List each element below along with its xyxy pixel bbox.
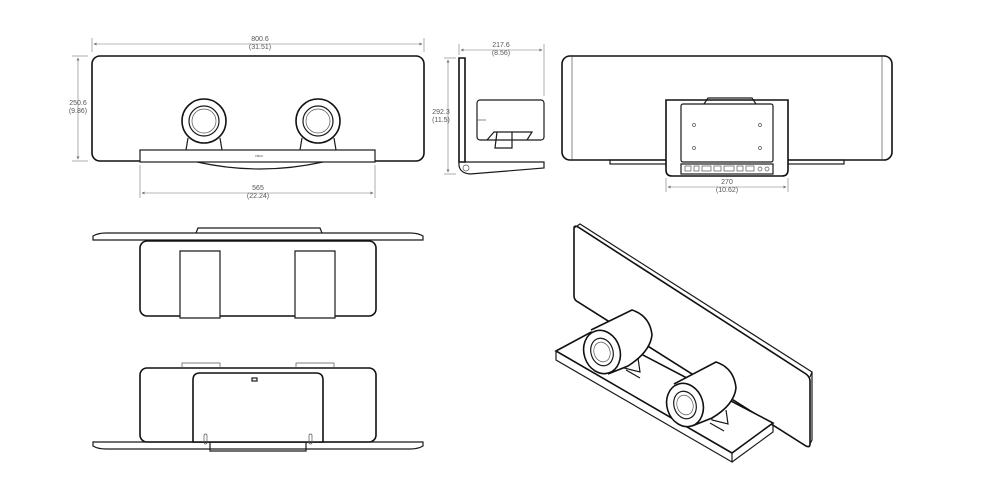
dim-overall-width-mm: 800.6 xyxy=(251,36,269,43)
camera-lens-left xyxy=(181,98,227,151)
dim-side-height-mm: 292.3 xyxy=(432,109,450,116)
dim-overall-width-in: (31.51) xyxy=(249,44,271,51)
dim-bracket-width-mm: 270 xyxy=(721,179,733,186)
rear-view: 270 (10.62) xyxy=(561,55,893,194)
camera-lens-right xyxy=(295,98,341,151)
dim-height-mm: 250.6 xyxy=(69,100,87,107)
bottom-view xyxy=(92,362,424,452)
dim-depth-mm: 217.6 xyxy=(492,42,510,49)
dim-shelf-width-mm: 565 xyxy=(252,185,264,192)
isometric-view xyxy=(554,223,813,464)
dim-depth-in: (8.56) xyxy=(492,50,510,57)
dim-shelf-width-in: (22.24) xyxy=(247,193,269,200)
front-view: cisco 800.6 (31.51) 250.6 (9.86) 565 (22… xyxy=(69,36,425,200)
iso-camera-left xyxy=(582,309,653,375)
dim-side-height-in: (11.5) xyxy=(432,117,450,124)
rear-connector-panel xyxy=(680,163,774,175)
dim-bracket-width-in: (10.62) xyxy=(716,187,738,194)
dim-height-in: (9.86) xyxy=(69,108,87,115)
top-view xyxy=(92,227,424,319)
cisco-logo: cisco xyxy=(255,154,263,158)
iso-camera-right xyxy=(665,361,737,428)
side-view: 217.6 (8.56) 292.3 (11.5) xyxy=(432,42,545,175)
